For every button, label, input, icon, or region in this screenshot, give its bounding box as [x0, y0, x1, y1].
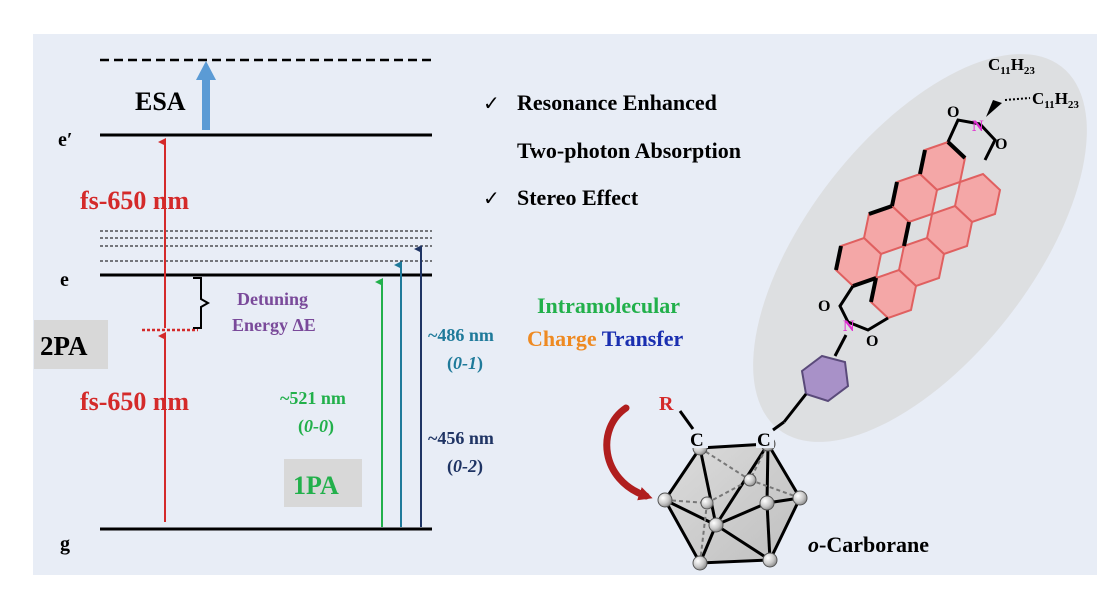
- c-atom-bg-left: [690, 428, 708, 448]
- alkyl-right: C11H23: [1032, 89, 1079, 111]
- two-pa-label: 2PA: [40, 331, 88, 361]
- level-label-e: e: [60, 269, 69, 291]
- fs-label-upper: fs-650 nm: [80, 186, 189, 215]
- carborane-label: o-Carborane: [808, 532, 929, 557]
- ict-charge-transfer: Charge Transfer: [527, 326, 683, 351]
- c-atom-bg-right: [756, 428, 774, 448]
- atom-r: R: [659, 393, 674, 415]
- one-pa-label: 1PA: [293, 471, 339, 500]
- check-mark-2: ✓: [483, 188, 500, 210]
- detuning-label-line2: Energy ΔE: [232, 315, 316, 335]
- ict-charge: Charge: [527, 326, 597, 351]
- r-c-bond: [678, 410, 695, 430]
- level-label-g: g: [60, 533, 70, 555]
- label-00: (0-0): [298, 416, 334, 437]
- atom-o-top-right: O: [995, 136, 1007, 153]
- perylene-bonds: [834, 140, 967, 303]
- rotation-arrow: [603, 404, 653, 501]
- fs-label-lower: fs-650 nm: [80, 387, 189, 416]
- atom-c-right: C: [757, 430, 771, 451]
- c-phenyl-bond: [772, 420, 785, 432]
- phenyl-link-top: [833, 334, 848, 357]
- atom-o-bottom-right: O: [866, 333, 878, 350]
- label-02: (0-2): [447, 456, 483, 477]
- alkyl-wedge: [986, 100, 1002, 117]
- feature-resonance: Resonance Enhanced: [517, 90, 717, 115]
- feature-two-photon: Two-photon Absorption: [517, 138, 741, 163]
- label-456nm: ~456 nm: [428, 428, 494, 448]
- detuning-bracket: [193, 277, 211, 329]
- check-mark-1: ✓: [483, 93, 500, 115]
- alkyl-hash: [1004, 97, 1031, 101]
- ict-intramolecular: Intramolecular: [537, 293, 680, 318]
- feature-stereo: Stereo Effect: [517, 185, 639, 210]
- atom-c-left: C: [690, 430, 704, 451]
- label-521nm: ~521 nm: [280, 388, 346, 408]
- ict-transfer: Transfer: [602, 326, 684, 351]
- phenyl-link-bottom: [782, 393, 808, 423]
- atom-n-top: N: [972, 118, 984, 135]
- alkyl-top: C11H23: [988, 55, 1035, 77]
- detuning-label-line1: Detuning: [237, 289, 308, 309]
- label-01: (0-1): [447, 353, 483, 374]
- two-pa-box: [34, 320, 108, 369]
- esa-arrow-head: [196, 61, 216, 80]
- esa-label: ESA: [135, 87, 186, 116]
- phenyl-ring: [800, 354, 850, 403]
- imide-top-bonds: [946, 118, 997, 161]
- esa-arrow-shaft: [202, 78, 210, 130]
- imide-bottom-bonds: [838, 285, 889, 332]
- atom-n-bottom: N: [843, 318, 855, 335]
- atom-o-bottom-left: O: [818, 298, 830, 315]
- one-pa-box: [284, 459, 362, 507]
- atom-o-top-left: O: [947, 104, 959, 121]
- molecule-drawing: O N O C11H23 C11H23 O N O: [603, 54, 1087, 571]
- label-486nm: ~486 nm: [428, 325, 494, 345]
- level-label-e-prime: e′: [58, 129, 73, 151]
